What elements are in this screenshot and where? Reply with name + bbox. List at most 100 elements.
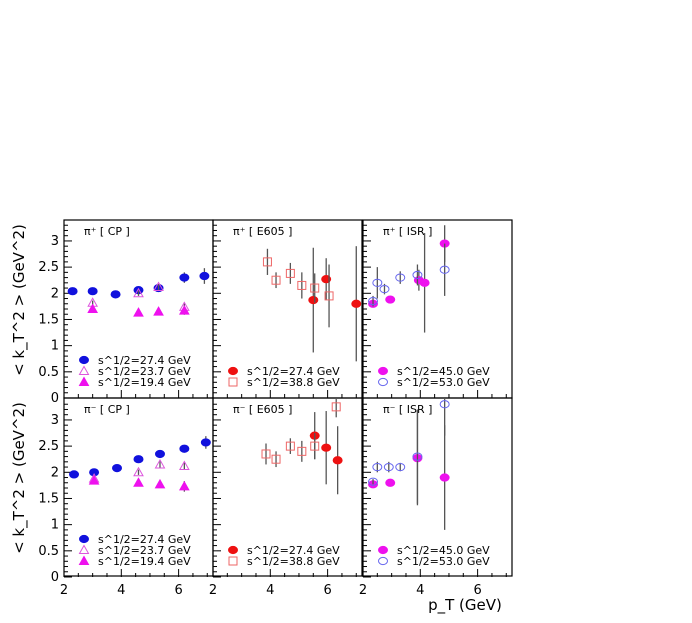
data-point: [133, 307, 144, 317]
y-tick-label: 1: [51, 339, 59, 354]
legend-label: s^1/2=53.0 GeV: [397, 376, 490, 389]
panel-title: π⁺ [ ISR ]: [383, 225, 432, 238]
data-point: [69, 470, 80, 479]
data-point: [153, 306, 164, 316]
legend-label: s^1/2=38.8 GeV: [247, 555, 340, 568]
data-point: [179, 444, 190, 453]
panel-title: π⁺ [ E605 ]: [233, 225, 292, 238]
data-point: [199, 271, 210, 281]
data-point: [87, 303, 99, 313]
data-point: [439, 265, 450, 274]
legend-label: s^1/2=19.4 GeV: [98, 555, 191, 568]
x-tick-label: 2: [60, 583, 68, 598]
data-point: [178, 480, 190, 491]
legend-marker: [78, 555, 90, 565]
x-tick-label: 4: [416, 583, 424, 598]
data-point: [133, 477, 144, 487]
x-tick-label: 6: [323, 583, 331, 598]
y-tick-label: 0.5: [38, 544, 59, 559]
panel-frame: [362, 397, 513, 577]
panel-title: π⁻ [ ISR ]: [383, 403, 432, 416]
y-tick-label: 3: [51, 413, 59, 428]
x-tick-label: 6: [473, 583, 481, 598]
legend-marker: [78, 376, 90, 386]
legend-marker: [378, 545, 388, 555]
data-point: [271, 275, 281, 285]
data-point: [383, 462, 394, 472]
legend-label: s^1/2=27.4 GeV: [247, 544, 340, 557]
data-point: [133, 466, 144, 477]
data-point: [331, 402, 341, 412]
data-point: [439, 400, 450, 409]
data-point: [310, 283, 320, 293]
data-point: [385, 295, 396, 304]
data-point: [179, 273, 190, 282]
data-point: [332, 456, 343, 465]
data-point: [412, 452, 423, 461]
legend-marker: [78, 544, 90, 554]
data-point: [412, 270, 423, 280]
y-tick-label: 1: [51, 518, 59, 533]
data-point: [297, 280, 307, 290]
panel-title: π⁻ [ CP ]: [84, 403, 130, 416]
data-point: [88, 475, 100, 485]
legend-label: s^1/2=38.8 GeV: [247, 376, 340, 389]
y-tick-label: 2.5: [38, 439, 59, 454]
legend-label: s^1/2=45.0 GeV: [397, 544, 490, 557]
data-point: [351, 299, 362, 308]
x-tick-label: 4: [117, 583, 125, 598]
y-tick-label: 3: [51, 234, 59, 249]
x-tick-label: 2: [209, 583, 217, 598]
data-point: [439, 473, 450, 482]
data-point: [368, 477, 379, 486]
legend-label: s^1/2=19.4 GeV: [98, 376, 191, 389]
data-point: [419, 278, 430, 287]
data-point: [67, 287, 78, 296]
y-tick-label: 1.5: [38, 491, 59, 506]
y-tick-label: 1.5: [38, 312, 59, 327]
data-point: [324, 291, 334, 301]
data-point: [372, 462, 383, 472]
data-point: [271, 454, 281, 464]
data-point: [285, 441, 295, 451]
legend-marker: [79, 534, 89, 544]
data-point: [395, 273, 406, 282]
data-point: [308, 296, 319, 305]
y-tick-label: 2: [51, 465, 59, 480]
data-point: [112, 464, 123, 473]
data-point: [310, 441, 320, 451]
data-point: [368, 297, 379, 306]
panel-frame: [212, 397, 363, 577]
x-tick-label: 2: [359, 583, 367, 598]
legend-label: s^1/2=53.0 GeV: [397, 555, 490, 568]
legend-marker: [228, 556, 238, 566]
data-point: [153, 281, 164, 292]
y-tick-label: 0.5: [38, 365, 59, 380]
data-point: [200, 438, 211, 447]
data-point: [262, 257, 272, 267]
panel-title: π⁺ [ CP ]: [84, 225, 130, 238]
y-tick-label: 2: [51, 286, 59, 301]
legend-marker: [378, 377, 388, 387]
x-tick-label: 6: [174, 583, 182, 598]
y-axis-title: < k_T^2 > (GeV^2): [10, 402, 29, 554]
legend-marker: [228, 377, 238, 387]
data-point: [154, 478, 166, 489]
legend-marker: [228, 545, 238, 555]
legend-label: s^1/2=27.4 GeV: [98, 354, 191, 367]
data-point: [379, 285, 390, 294]
data-point: [110, 290, 121, 299]
data-point: [154, 458, 166, 469]
legend-label: s^1/2=27.4 GeV: [98, 533, 191, 546]
data-point: [178, 305, 190, 315]
legend-label: s^1/2=23.7 GeV: [98, 544, 191, 557]
panel-title: π⁻ [ E605 ]: [233, 403, 292, 416]
legend-marker: [79, 355, 89, 365]
data-point: [285, 268, 295, 278]
legend-marker: [378, 366, 388, 376]
data-point: [133, 287, 144, 298]
y-tick-label: 0: [51, 570, 59, 585]
legend-label: s^1/2=27.4 GeV: [247, 365, 340, 378]
legend-marker: [378, 556, 388, 566]
